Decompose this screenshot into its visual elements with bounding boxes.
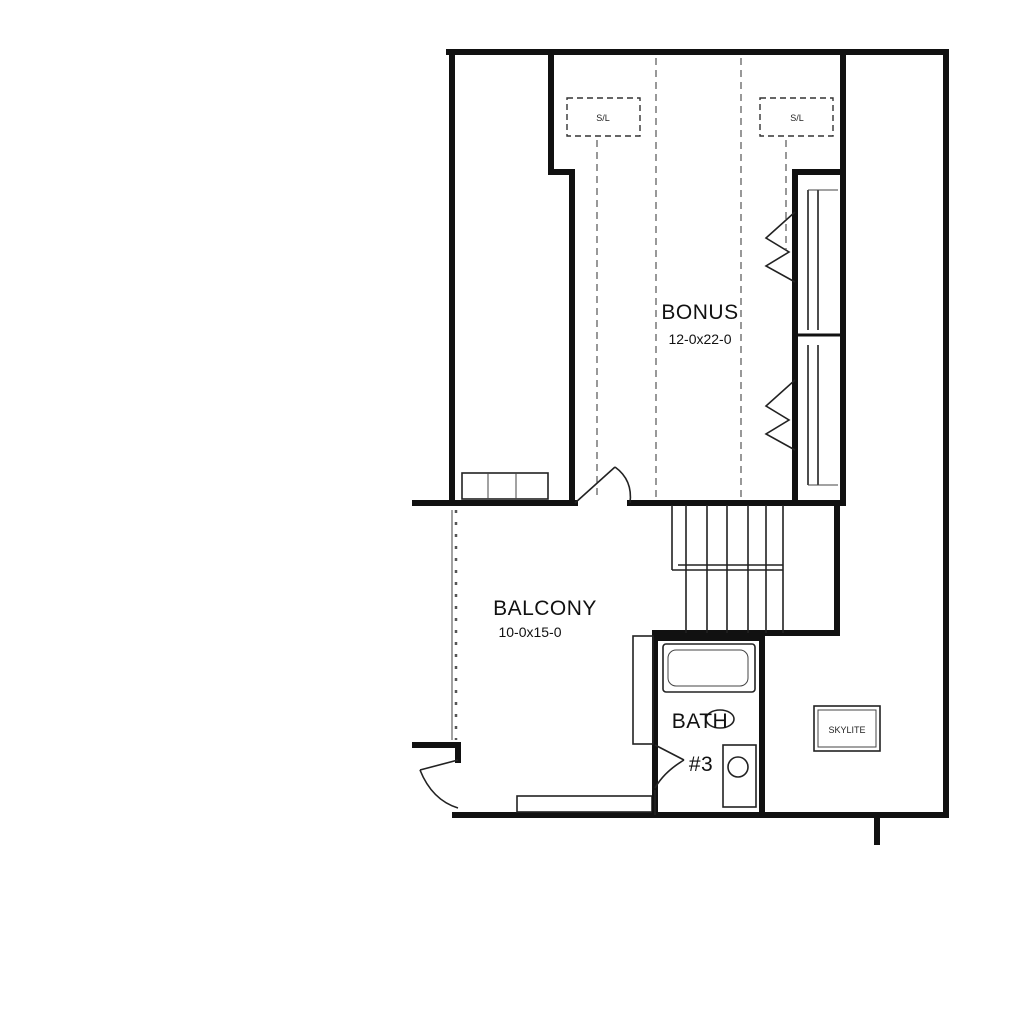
skylight-right: S/L bbox=[759, 97, 834, 137]
bath-room-name: BATH bbox=[672, 710, 728, 733]
exterior-walls bbox=[412, 49, 949, 845]
balcony-edge bbox=[419, 510, 653, 813]
bonus-room-walls bbox=[461, 49, 846, 506]
skylite-label: SKYLITE bbox=[828, 725, 865, 735]
skylite: SKYLITE bbox=[813, 705, 881, 752]
staircase bbox=[652, 500, 840, 636]
skylight-left-label: S/L bbox=[596, 113, 610, 123]
bonus-room-name: BONUS bbox=[661, 301, 738, 324]
bonus-room-dims: 12-0x22-0 bbox=[668, 331, 731, 347]
bonus-door bbox=[574, 466, 632, 504]
balcony-room-name: BALCONY bbox=[493, 597, 597, 620]
skylight-left: S/L bbox=[566, 97, 641, 137]
bath-room-number: #3 bbox=[689, 753, 713, 776]
skylight-right-label: S/L bbox=[790, 113, 804, 123]
bath-3 bbox=[632, 633, 765, 818]
balcony-room-dims: 10-0x15-0 bbox=[498, 624, 561, 640]
